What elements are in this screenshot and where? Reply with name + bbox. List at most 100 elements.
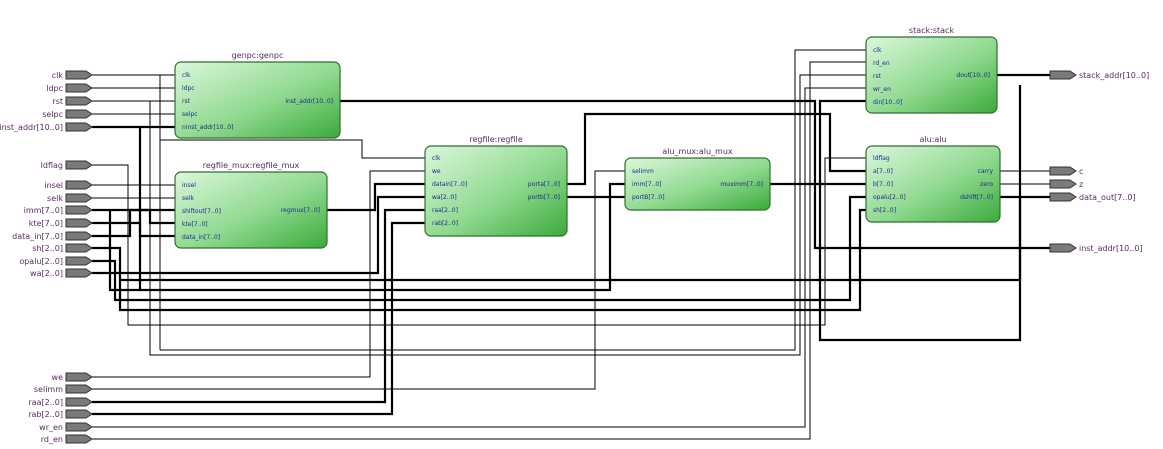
input-pin[interactable]: wa[2..0] — [30, 268, 93, 278]
input-port-label: clk — [432, 155, 441, 162]
output-pin-arrow-icon — [1049, 192, 1077, 202]
input-port-label: ninst_addr[10..0] — [182, 124, 233, 131]
alu-body — [865, 145, 1001, 223]
input-port-label: clk — [873, 47, 882, 54]
input-pin-arrow-icon — [65, 83, 93, 93]
input-pin-label: clk — [52, 71, 64, 80]
input-pin[interactable]: selpc — [42, 109, 93, 119]
stack-block[interactable]: stack:stackclkrd_enrstwr_endin[10..0]dou… — [865, 26, 998, 114]
input-pin-label: rab[2..0] — [28, 410, 63, 419]
input-pin[interactable]: selk — [47, 193, 93, 203]
output-pin-label: c — [1079, 167, 1083, 176]
genpc-body — [174, 61, 341, 139]
input-pin[interactable]: wr_en — [39, 422, 93, 432]
input-pin[interactable]: sh[2..0] — [32, 243, 93, 253]
alu-mux-title: alu_mux:alu_mux — [662, 147, 733, 156]
stack-body — [865, 36, 998, 114]
input-pin[interactable]: ldpc — [46, 83, 93, 93]
output-port-label: zero — [980, 181, 993, 188]
output-pin[interactable]: data_out[7..0] — [1049, 192, 1136, 202]
input-pin-label: we — [52, 373, 64, 382]
input-pin-label: ldflag — [41, 161, 63, 170]
input-port-label: b[7..0] — [873, 181, 893, 188]
wire-layer — [92, 49, 1050, 440]
regfile-block[interactable]: regfile:regfile clk we datain[7..0] wa[2..0]… — [424, 135, 568, 237]
output-pin-label: data_out[7..0] — [1079, 193, 1136, 202]
input-pin[interactable]: rab[2..0] — [28, 409, 93, 419]
alu-mux-block[interactable]: alu_mux:alu_muxselimmimm[7..0]portB[7..0… — [624, 147, 771, 211]
input-pin-arrow-icon — [65, 109, 93, 119]
input-pin[interactable]: raa[2..0] — [28, 397, 93, 407]
input-pin-label: sh[2..0] — [32, 244, 63, 253]
regfile-body — [424, 145, 568, 237]
genpc-block[interactable]: genpc:genpcclkldpcrstselpcninst_addr[10.… — [174, 51, 341, 139]
input-pin-label: insel — [44, 181, 63, 190]
input-pin[interactable]: insel — [44, 180, 93, 190]
input-pin[interactable]: imm[7..0] — [24, 205, 93, 215]
output-pin[interactable]: c — [1049, 166, 1083, 176]
input-port-label: wa[2..0] — [432, 194, 457, 201]
input-pin[interactable]: we — [52, 372, 93, 382]
output-pin[interactable]: z — [1049, 179, 1083, 189]
regfile-mux-title: regfile_mux:regfile_mux — [203, 161, 300, 170]
input-port-label: ldpc — [182, 85, 195, 92]
input-port-label: wr_en — [873, 86, 891, 93]
input-port-label: din[10..0] — [873, 99, 902, 106]
input-port-label: selk — [182, 195, 194, 202]
input-port-label: selpc — [182, 111, 198, 118]
input-pin-arrow-icon — [65, 70, 93, 80]
input-pin[interactable]: opalu[2..0] — [19, 256, 93, 266]
alu-mux-body — [624, 157, 771, 211]
input-port-label: portB[7..0] — [632, 194, 665, 201]
input-pin[interactable]: rd_en — [41, 434, 93, 444]
input-pin-arrow-icon — [65, 218, 93, 228]
input-pin-label: opalu[2..0] — [19, 257, 63, 266]
output-pin-label: inst_addr[10..0] — [1079, 244, 1143, 253]
output-pin[interactable]: inst_addr[10..0] — [1049, 243, 1143, 253]
input-port-label: rst — [873, 73, 882, 80]
output-pin[interactable]: stack_addr[10..0] — [1049, 70, 1149, 80]
input-pin[interactable]: clk — [52, 70, 93, 80]
input-pin-arrow-icon — [65, 434, 93, 444]
input-port-label: sh[2..0] — [873, 207, 896, 214]
input-pin-label: data_in[7..0] — [12, 232, 63, 241]
input-pin[interactable]: data_in[7..0] — [12, 231, 93, 241]
input-pin-label: ldpc — [46, 84, 63, 93]
input-port-label: rd_en — [873, 60, 890, 67]
input-port-label: insel — [182, 182, 196, 189]
input-port-label: raa[2..0] — [432, 207, 458, 214]
input-pin-label: wa[2..0] — [30, 269, 63, 278]
input-pin-arrow-icon — [65, 180, 93, 190]
output-port-label: regmux[7..0] — [281, 207, 320, 214]
output-pin-arrow-icon — [1049, 243, 1077, 253]
alu-title: alu:alu — [919, 135, 946, 144]
input-port-label: opalu[2..0] — [873, 194, 906, 201]
input-pin[interactable]: ninst_addr[10..0] — [0, 122, 93, 132]
input-port-label: imm[7..0] — [632, 181, 662, 188]
regfile-mux-body — [174, 171, 328, 249]
input-pin-arrow-icon — [65, 372, 93, 382]
input-port-label: we — [432, 168, 441, 175]
input-pin[interactable]: ldflag — [41, 160, 93, 170]
output-port-label: portb[7..0] — [528, 194, 560, 201]
input-pin[interactable]: kte[7..0] — [29, 218, 93, 228]
output-pin-label: stack_addr[10..0] — [1079, 71, 1149, 80]
input-pin-arrow-icon — [65, 96, 93, 106]
input-port-label: datain[7..0] — [432, 181, 467, 188]
input-pin[interactable]: rst — [52, 96, 93, 106]
input-port-label: shiftout[7..0] — [182, 208, 221, 215]
input-pin-label: selk — [47, 194, 63, 203]
input-pin-arrow-icon — [65, 193, 93, 203]
input-pin-arrow-icon — [65, 256, 93, 266]
input-pin-label: imm[7..0] — [24, 206, 63, 215]
output-port-label: porta[7..0] — [528, 181, 560, 188]
input-pin-arrow-icon — [65, 160, 93, 170]
input-pin[interactable]: selimm — [34, 384, 93, 394]
regfile-title: regfile:regfile — [469, 135, 522, 144]
output-pin-label: z — [1079, 180, 1083, 189]
output-pin-arrow-icon — [1049, 166, 1077, 176]
alu-block[interactable]: alu:aluldflaga[7..0]b[7..0]opalu[2..0]sh… — [865, 135, 1001, 223]
input-port-label: kte[7..0] — [182, 221, 208, 228]
output-port-label: carry — [978, 168, 994, 175]
